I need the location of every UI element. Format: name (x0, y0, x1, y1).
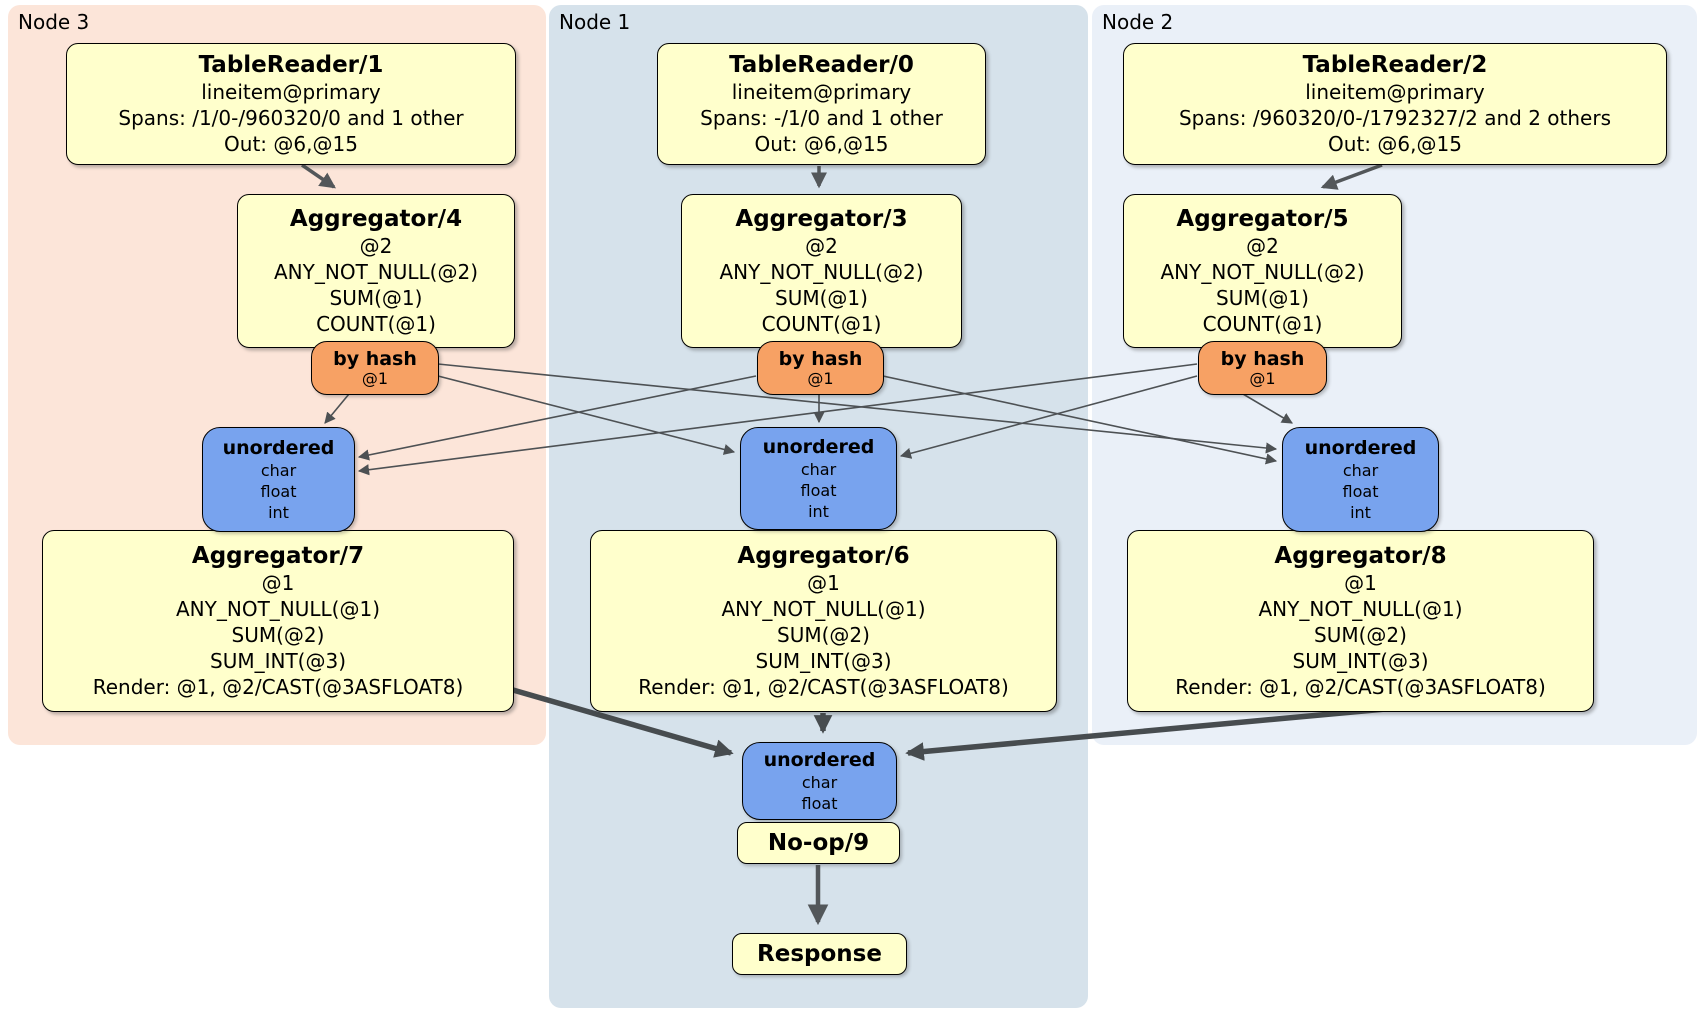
unordered-node3-col1: char (260, 460, 297, 480)
aggregator-4-fn3: COUNT(@1) (316, 312, 436, 336)
aggregator-5-fn2: SUM(@1) (1216, 286, 1309, 310)
aggregator-3-fn2: SUM(@1) (775, 286, 868, 310)
unordered-final-title: unordered (763, 748, 876, 771)
byhash-router-node3: by hash @1 (311, 341, 439, 395)
byhash-node1-title: by hash (778, 348, 863, 370)
tablereader-2-spans: Spans: /960320/0-/1792327/2 and 2 others (1178, 106, 1611, 130)
aggregator-5-title: Aggregator/5 (1176, 206, 1349, 232)
tablereader-1-title: TableReader/1 (198, 52, 384, 78)
aggregator-5-fn3: COUNT(@1) (1202, 312, 1323, 336)
unordered-final-col1: char (801, 772, 838, 792)
tablereader-0-box: TableReader/0 lineitem@primary Spans: -/… (657, 43, 986, 165)
aggregator-6-fn1: ANY_NOT_NULL(@1) (721, 597, 926, 621)
response-title: Response (757, 941, 882, 967)
aggregator-7-box: Aggregator/7 @1 ANY_NOT_NULL(@1) SUM(@2)… (42, 530, 514, 712)
aggregator-4-title: Aggregator/4 (289, 206, 463, 232)
aggregator-5-fn1: ANY_NOT_NULL(@2) (1160, 260, 1365, 284)
aggregator-6-title: Aggregator/6 (737, 543, 910, 569)
byhash-node2-key: @1 (1249, 369, 1276, 388)
unordered-sync-node3: unordered char float int (202, 427, 355, 532)
tablereader-2-index: lineitem@primary (1305, 80, 1485, 104)
noop-9-title: No-op/9 (767, 830, 870, 856)
tablereader-0-title: TableReader/0 (729, 52, 914, 78)
aggregator-4-fn1: ANY_NOT_NULL(@2) (274, 260, 478, 284)
byhash-node3-key: @1 (361, 369, 389, 388)
aggregator-3-fn3: COUNT(@1) (761, 312, 882, 336)
aggregator-8-render: Render: @1, @2/CAST(@3ASFLOAT8) (1175, 675, 1546, 699)
node1-label: Node 1 (559, 10, 631, 34)
tablereader-0-spans: Spans: -/1/0 and 1 other (700, 106, 943, 130)
unordered-final-col2: float (801, 793, 838, 813)
unordered-node3-col2: float (260, 481, 297, 501)
aggregator-4-group: @2 (359, 234, 393, 258)
response-box: Response (732, 933, 907, 975)
aggregator-8-box: Aggregator/8 @1 ANY_NOT_NULL(@1) SUM(@2)… (1127, 530, 1594, 712)
tablereader-0-out: Out: @6,@15 (754, 132, 889, 156)
unordered-node1-col1: char (800, 459, 837, 479)
aggregator-6-box: Aggregator/6 @1 ANY_NOT_NULL(@1) SUM(@2)… (590, 530, 1057, 712)
unordered-node2-col2: float (1342, 481, 1379, 501)
tablereader-1-box: TableReader/1 lineitem@primary Spans: /1… (66, 43, 516, 165)
aggregator-7-fn3: SUM_INT(@3) (210, 649, 346, 673)
aggregator-4-box: Aggregator/4 @2 ANY_NOT_NULL(@2) SUM(@1)… (237, 194, 515, 348)
aggregator-5-box: Aggregator/5 @2 ANY_NOT_NULL(@2) SUM(@1)… (1123, 194, 1402, 348)
tablereader-0-index: lineitem@primary (731, 80, 912, 104)
tablereader-2-box: TableReader/2 lineitem@primary Spans: /9… (1123, 43, 1667, 165)
byhash-node1-key: @1 (807, 369, 834, 388)
noop-9-box: No-op/9 (737, 822, 900, 864)
unordered-sync-final: unordered char float (742, 742, 897, 820)
aggregator-8-fn2: SUM(@2) (1314, 623, 1407, 647)
byhash-router-node2: by hash @1 (1198, 341, 1327, 395)
byhash-router-node1: by hash @1 (757, 341, 884, 395)
aggregator-6-group: @1 (807, 571, 840, 595)
aggregator-7-group: @1 (261, 571, 295, 595)
aggregator-8-fn1: ANY_NOT_NULL(@1) (1258, 597, 1463, 621)
tablereader-1-index: lineitem@primary (201, 80, 381, 104)
aggregator-3-fn1: ANY_NOT_NULL(@2) (719, 260, 924, 284)
unordered-node1-col2: float (800, 480, 837, 500)
node3-label: Node 3 (18, 10, 90, 34)
unordered-node1-col3: int (808, 501, 829, 521)
unordered-node2-col3: int (1350, 502, 1371, 522)
aggregator-3-box: Aggregator/3 @2 ANY_NOT_NULL(@2) SUM(@1)… (681, 194, 962, 348)
aggregator-6-fn2: SUM(@2) (777, 623, 870, 647)
aggregator-3-title: Aggregator/3 (735, 206, 908, 232)
unordered-node2-col1: char (1342, 460, 1379, 480)
aggregator-5-group: @2 (1246, 234, 1279, 258)
unordered-node3-title: unordered (222, 436, 335, 459)
unordered-node1-title: unordered (762, 435, 875, 458)
node2-label: Node 2 (1102, 10, 1174, 34)
aggregator-3-group: @2 (805, 234, 838, 258)
tablereader-2-title: TableReader/2 (1302, 52, 1488, 78)
aggregator-6-render: Render: @1, @2/CAST(@3ASFLOAT8) (638, 675, 1009, 699)
aggregator-7-fn1: ANY_NOT_NULL(@1) (176, 597, 380, 621)
aggregator-7-fn2: SUM(@2) (231, 623, 325, 647)
unordered-node2-title: unordered (1304, 436, 1417, 459)
tablereader-1-out: Out: @6,@15 (224, 132, 358, 156)
byhash-node3-title: by hash (333, 348, 417, 370)
byhash-node2-title: by hash (1220, 348, 1305, 370)
aggregator-4-fn2: SUM(@1) (329, 286, 423, 310)
aggregator-8-group: @1 (1344, 571, 1377, 595)
tablereader-2-out: Out: @6,@15 (1328, 132, 1462, 156)
aggregator-6-fn3: SUM_INT(@3) (755, 649, 892, 673)
aggregator-8-fn3: SUM_INT(@3) (1292, 649, 1429, 673)
aggregator-7-render: Render: @1, @2/CAST(@3ASFLOAT8) (92, 675, 464, 699)
aggregator-8-title: Aggregator/8 (1274, 543, 1447, 569)
unordered-node3-col3: int (268, 502, 289, 522)
unordered-sync-node2: unordered char float int (1282, 427, 1439, 532)
tablereader-1-spans: Spans: /1/0-/960320/0 and 1 other (118, 106, 464, 130)
unordered-sync-node1: unordered char float int (740, 427, 897, 530)
aggregator-7-title: Aggregator/7 (191, 543, 365, 569)
